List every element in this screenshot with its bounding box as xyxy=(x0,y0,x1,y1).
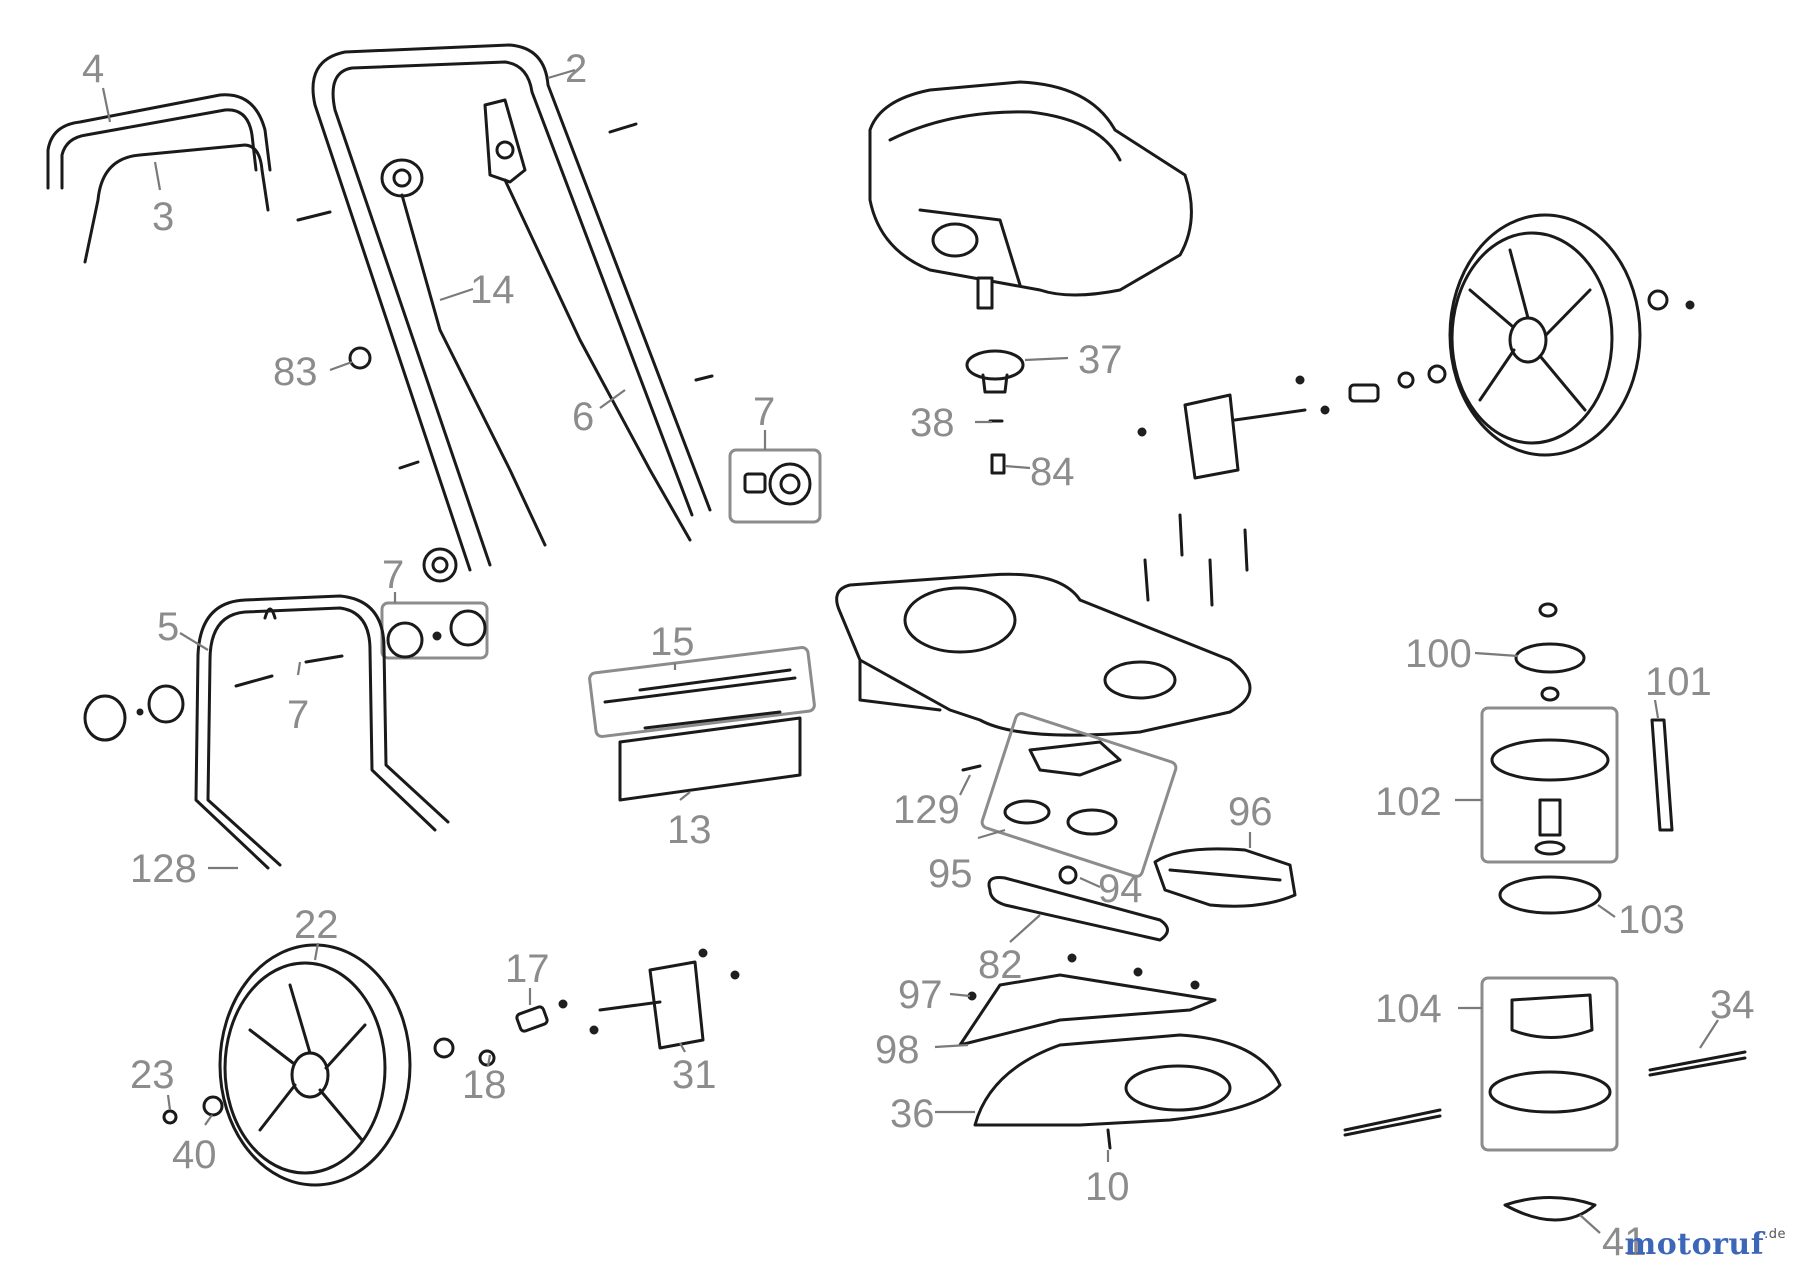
part-handle-bracket xyxy=(83,143,270,264)
part-guard-96 xyxy=(1153,847,1297,908)
callout-98: 98 xyxy=(875,1028,920,1072)
callout-82: 82 xyxy=(978,943,1023,987)
part-lower-handle-frame xyxy=(194,594,450,870)
callout-40: 40 xyxy=(172,1133,217,1177)
callout-36: 36 xyxy=(890,1092,935,1136)
callout-129: 129 xyxy=(893,788,960,832)
watermark-suffix: .de xyxy=(1764,1227,1786,1242)
group-box-102 xyxy=(1480,706,1619,864)
part-cover-98 xyxy=(958,973,1217,1047)
part-main-handle xyxy=(311,43,712,572)
part-axle-bracket-right xyxy=(1183,393,1240,480)
part-line-34 xyxy=(1648,1050,1747,1077)
callout-7-middle: 7 xyxy=(382,553,404,597)
part-pulley-100 xyxy=(1514,642,1586,674)
group-box-15 xyxy=(588,646,816,738)
part-belt-82 xyxy=(987,876,1169,942)
callout-84: 84 xyxy=(1030,450,1075,494)
callout-96: 96 xyxy=(1228,790,1273,834)
part-shaft-101 xyxy=(1650,718,1674,832)
callout-5: 5 xyxy=(157,605,179,649)
callout-6: 6 xyxy=(572,395,594,439)
callout-97: 97 xyxy=(898,973,943,1017)
part-cable-6 xyxy=(503,178,692,542)
group-box-104 xyxy=(1480,976,1619,1152)
callout-34: 34 xyxy=(1710,983,1755,1027)
callout-3: 3 xyxy=(152,195,174,239)
callout-104: 104 xyxy=(1375,987,1442,1031)
part-spacer-37 xyxy=(965,349,1025,381)
group-box-95 xyxy=(980,712,1178,878)
callout-14: 14 xyxy=(470,268,515,312)
part-plate-13 xyxy=(618,716,802,802)
part-axle-bracket-left xyxy=(648,960,705,1050)
callout-18: 18 xyxy=(462,1063,507,1107)
callout-2: 2 xyxy=(565,47,587,91)
part-cap-41 xyxy=(1503,1196,1597,1222)
callout-102: 102 xyxy=(1375,780,1442,824)
callout-17: 17 xyxy=(505,947,550,991)
callout-7-lower: 7 xyxy=(287,693,309,737)
callout-labels: 4 2 3 14 83 6 7 7 5 7 15 13 128 22 17 18… xyxy=(82,47,1755,1264)
part-deck-housing xyxy=(835,572,1252,737)
part-bushing-17 xyxy=(515,1005,549,1033)
callout-128: 128 xyxy=(130,847,197,891)
part-wheel-left xyxy=(218,943,412,1187)
callout-41: 41 xyxy=(1602,1220,1647,1264)
part-handle-bar xyxy=(46,93,272,190)
callout-95: 95 xyxy=(928,852,973,896)
callout-103: 103 xyxy=(1618,898,1685,942)
part-hub-103 xyxy=(1498,875,1602,915)
callout-13: 13 xyxy=(667,808,712,852)
callout-31: 31 xyxy=(672,1053,717,1097)
watermark-text: motoruf xyxy=(1624,1227,1765,1262)
callout-7-upper: 7 xyxy=(753,390,775,434)
watermark-logo: motoruf.de xyxy=(1624,1227,1786,1262)
callout-4: 4 xyxy=(82,47,104,91)
callout-37: 37 xyxy=(1078,338,1123,382)
group-box-7-upper xyxy=(728,448,822,524)
callout-101: 101 xyxy=(1645,660,1712,704)
callout-23: 23 xyxy=(130,1053,175,1097)
leader-lines xyxy=(101,68,1719,1234)
callout-38: 38 xyxy=(910,401,955,445)
callout-94: 94 xyxy=(1098,867,1143,911)
callout-15: 15 xyxy=(650,620,695,664)
part-engine xyxy=(868,80,1193,297)
callout-83: 83 xyxy=(273,350,318,394)
callout-22: 22 xyxy=(294,903,339,947)
callout-100: 100 xyxy=(1405,632,1472,676)
part-cable-14 xyxy=(400,193,547,547)
part-knob-83 xyxy=(348,346,372,370)
callout-10: 10 xyxy=(1085,1165,1130,1209)
